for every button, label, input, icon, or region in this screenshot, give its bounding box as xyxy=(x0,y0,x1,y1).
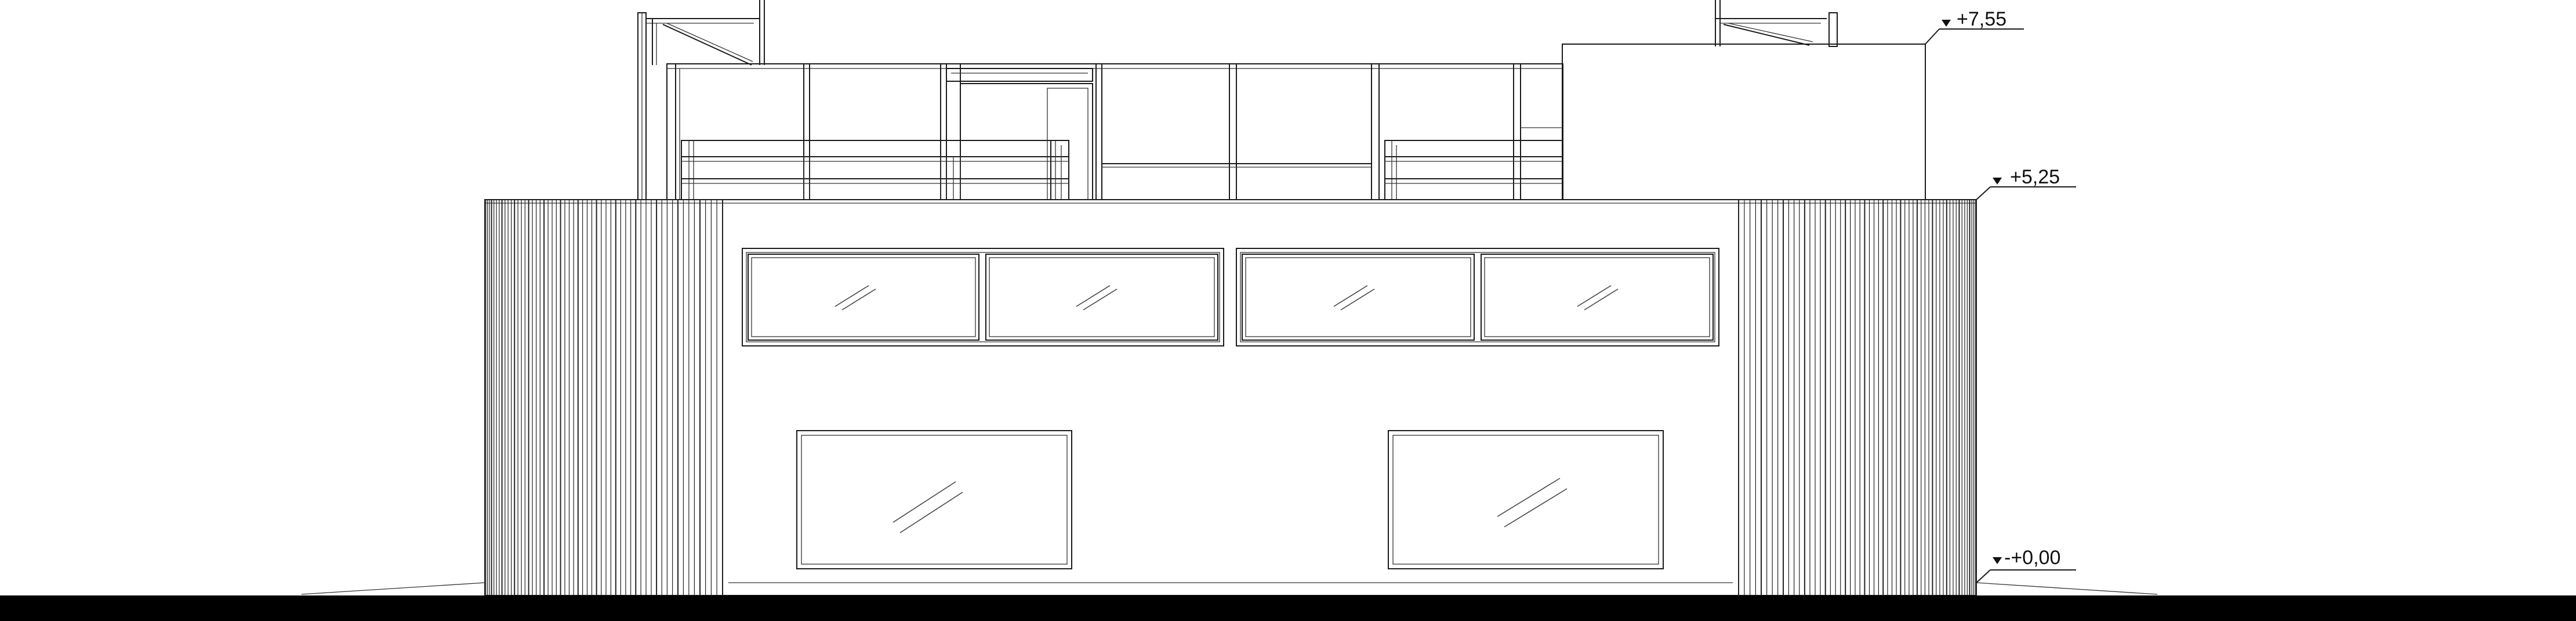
main-facade xyxy=(484,199,1977,596)
upper-window-1 xyxy=(748,254,979,341)
level-label-ground: -+0,00 xyxy=(2004,547,2060,569)
right-corrugated-cladding xyxy=(1738,200,1977,595)
level-marker-top: +7,55 xyxy=(1925,8,2024,45)
lower-window-right xyxy=(1388,430,1664,569)
left-roof-railing xyxy=(681,140,1069,200)
rooftop-solid-volume xyxy=(1562,44,1926,200)
ground xyxy=(0,582,2576,621)
upper-window-4 xyxy=(1481,254,1714,341)
left-rooftop-frame xyxy=(637,0,765,200)
left-corrugated-cladding xyxy=(484,200,723,595)
level-marker-middle: +5,25 xyxy=(1976,166,2076,200)
level-marker-ground: -+0,00 xyxy=(1976,547,2076,583)
rooftop-structure xyxy=(637,0,1926,200)
glass-reflection-marks xyxy=(835,285,1619,310)
upper-window-2 xyxy=(985,254,1218,341)
right-roof-railing xyxy=(1384,140,1563,200)
level-label-top: +7,55 xyxy=(1957,8,2007,30)
level-label-middle: +5,25 xyxy=(2010,166,2060,188)
upper-window-3 xyxy=(1242,254,1475,341)
lower-window-left xyxy=(796,430,1072,569)
upper-window-band xyxy=(742,248,1719,346)
right-rooftop-frame xyxy=(1715,0,1838,47)
